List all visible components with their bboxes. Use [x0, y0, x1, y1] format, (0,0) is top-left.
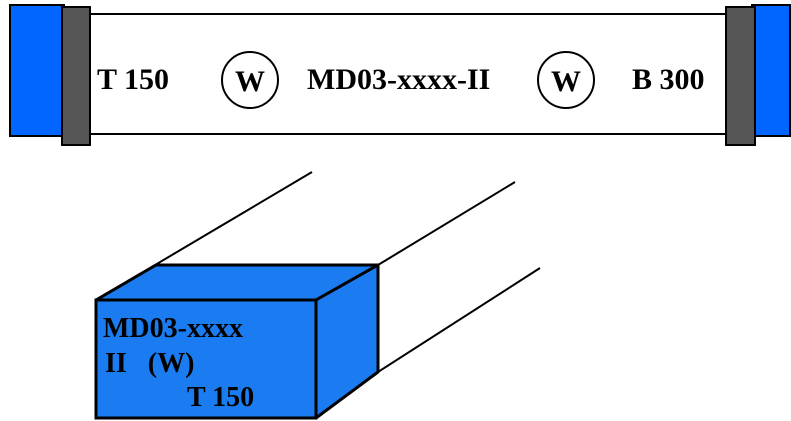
- marker-sleeve-3d: MD03-xxxx II (W) T 150: [94, 171, 541, 420]
- sleeve-line-1: MD03-xxxx: [103, 313, 243, 344]
- strip-body: [61, 13, 729, 135]
- sleeve-front-face: [94, 298, 318, 420]
- sleeve-line-2: II (W): [105, 348, 194, 379]
- strip-right-text: B 300: [632, 63, 705, 96]
- right-blue-cap: [751, 4, 791, 137]
- right-w-circle: [537, 51, 595, 109]
- left-gray-cap: [61, 6, 91, 146]
- cable-edge-line-mid: [377, 181, 516, 266]
- strip-left-text: T 150: [97, 63, 169, 96]
- left-w-letter: W: [235, 65, 265, 98]
- right-w-letter: W: [551, 65, 581, 98]
- sleeve-line-3: T 150: [187, 382, 254, 413]
- right-gray-cap: [725, 6, 756, 146]
- strip-center-text: MD03-xxxx-II: [307, 63, 490, 96]
- marker-strip: T 150 W MD03-xxxx-II W B 300: [9, 4, 791, 146]
- cable-edge-line-bottom: [377, 267, 541, 373]
- left-w-circle: [221, 51, 279, 109]
- left-blue-cap: [9, 4, 65, 137]
